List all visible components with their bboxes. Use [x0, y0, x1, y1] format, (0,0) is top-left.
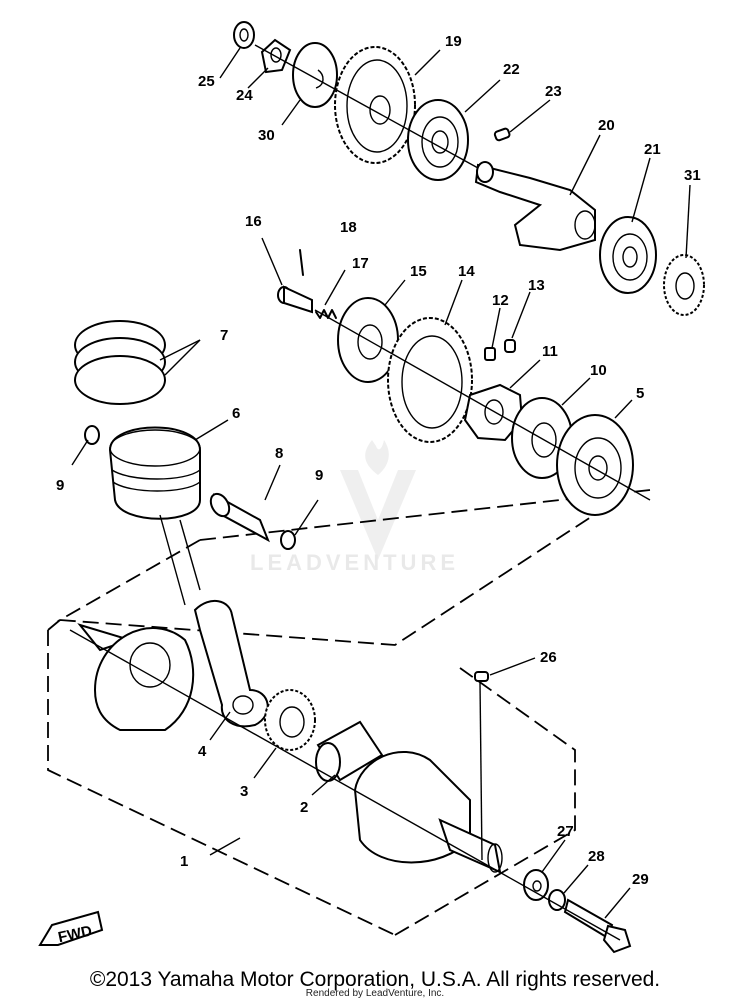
callout-4: 4 — [198, 743, 207, 760]
piston-6 — [108, 426, 201, 520]
callout-30: 30 — [258, 127, 275, 144]
callout-9-right: 9 — [315, 467, 323, 484]
watermark-text: LEADVENTURE — [250, 550, 459, 575]
callout-21: 21 — [644, 141, 661, 158]
axis-line-middle — [314, 309, 651, 501]
callout-5: 5 — [636, 385, 644, 402]
callout-31: 31 — [684, 167, 701, 184]
callout-7: 7 — [220, 327, 228, 344]
callout-3: 3 — [240, 783, 248, 800]
crank-pin-2 — [315, 720, 384, 782]
primary-drive-gear-14 — [387, 317, 473, 443]
callout-10: 10 — [590, 362, 607, 379]
crank-right — [353, 750, 503, 874]
key-26 — [474, 671, 489, 682]
callout-18: 18 — [340, 219, 357, 236]
callout-19: 19 — [445, 33, 462, 50]
callout-13: 13 — [528, 277, 545, 294]
spring-12 — [484, 347, 496, 361]
piston-rings-7 — [74, 320, 166, 405]
pin-18 — [299, 249, 304, 276]
copyright-text: ©2013 Yamaha Motor Corporation, U.S.A. A… — [89, 968, 661, 991]
callout-20: 20 — [598, 117, 615, 134]
link-line — [179, 519, 201, 591]
axis-line-top — [254, 44, 479, 169]
fwd-label: FWD — [57, 923, 94, 947]
callout-22: 22 — [503, 61, 520, 78]
callout-27: 27 — [557, 823, 574, 840]
callout-16: 16 — [245, 213, 262, 230]
watermark-logo: LEADVENTURE — [250, 440, 459, 575]
piston-pin-8 — [209, 492, 270, 543]
callout-12: 12 — [492, 292, 509, 309]
clip-9-left — [84, 425, 100, 445]
callout-2: 2 — [300, 799, 308, 816]
washer-27 — [523, 869, 549, 901]
callout-23: 23 — [545, 83, 562, 100]
spring-17 — [315, 309, 337, 319]
nut-25 — [233, 21, 255, 49]
callout-14: 14 — [458, 263, 475, 280]
needle-bearing-3 — [264, 689, 316, 751]
crank-left-4 — [77, 623, 195, 731]
callout-6: 6 — [232, 405, 240, 422]
callout-15: 15 — [410, 263, 427, 280]
callout-26: 26 — [540, 649, 557, 666]
clip-9-right — [280, 530, 296, 550]
bolt-29 — [563, 898, 632, 954]
callout-labels: 1 2 3 4 5 6 7 8 9 9 10 11 12 13 14 15 16… — [56, 33, 701, 888]
callout-9-left: 9 — [56, 477, 64, 494]
leader-lines — [71, 47, 691, 919]
bearing-22 — [407, 99, 469, 181]
callout-24: 24 — [236, 87, 253, 104]
callout-8: 8 — [275, 445, 283, 462]
link-line-2 — [159, 514, 186, 606]
callout-11: 11 — [542, 343, 558, 360]
key-23 — [493, 127, 511, 142]
balancer-gear-19 — [334, 46, 416, 164]
bolt-16 — [277, 285, 313, 314]
axis-line-bottom — [69, 629, 621, 941]
bearing-5 — [556, 414, 634, 516]
balancer-shaft-20 — [474, 161, 596, 252]
fwd-arrow-icon: FWD — [38, 910, 104, 947]
callout-25: 25 — [198, 73, 215, 90]
rendered-by-text: Rendered by LeadVenture, Inc. — [305, 988, 445, 999]
callout-1: 1 — [180, 853, 188, 870]
bearing-21 — [599, 216, 657, 294]
washer-30 — [292, 42, 338, 108]
pin-13 — [504, 339, 516, 353]
connecting-rod — [193, 600, 269, 728]
callout-17: 17 — [352, 255, 369, 272]
oil-seal-31 — [663, 254, 705, 316]
key-line — [479, 681, 483, 861]
callout-29: 29 — [632, 871, 649, 888]
callout-28: 28 — [588, 848, 605, 865]
